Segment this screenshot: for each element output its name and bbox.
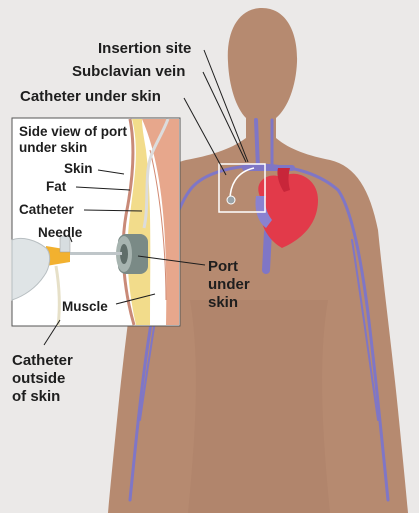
label-skin: Skin — [64, 161, 93, 176]
label-insertion-site: Insertion site — [98, 40, 191, 57]
label-port-line2: under — [208, 276, 250, 293]
label-catheter: Catheter — [19, 202, 75, 217]
label-catheter-under-skin: Catheter under skin — [20, 88, 161, 105]
label-outside-line2: outside — [12, 370, 65, 387]
label-fat: Fat — [46, 179, 67, 194]
label-subclavian-vein: Subclavian vein — [72, 63, 185, 80]
label-outside-line3: of skin — [12, 388, 60, 405]
inset-title-line2: under skin — [19, 140, 87, 155]
label-needle: Needle — [38, 225, 83, 240]
inset-title-line1: Side view of port — [19, 124, 128, 139]
label-port-line1: Port — [208, 258, 238, 275]
label-port-line3: skin — [208, 294, 238, 311]
label-outside-line1: Catheter — [12, 352, 73, 369]
label-muscle: Muscle — [62, 299, 108, 314]
